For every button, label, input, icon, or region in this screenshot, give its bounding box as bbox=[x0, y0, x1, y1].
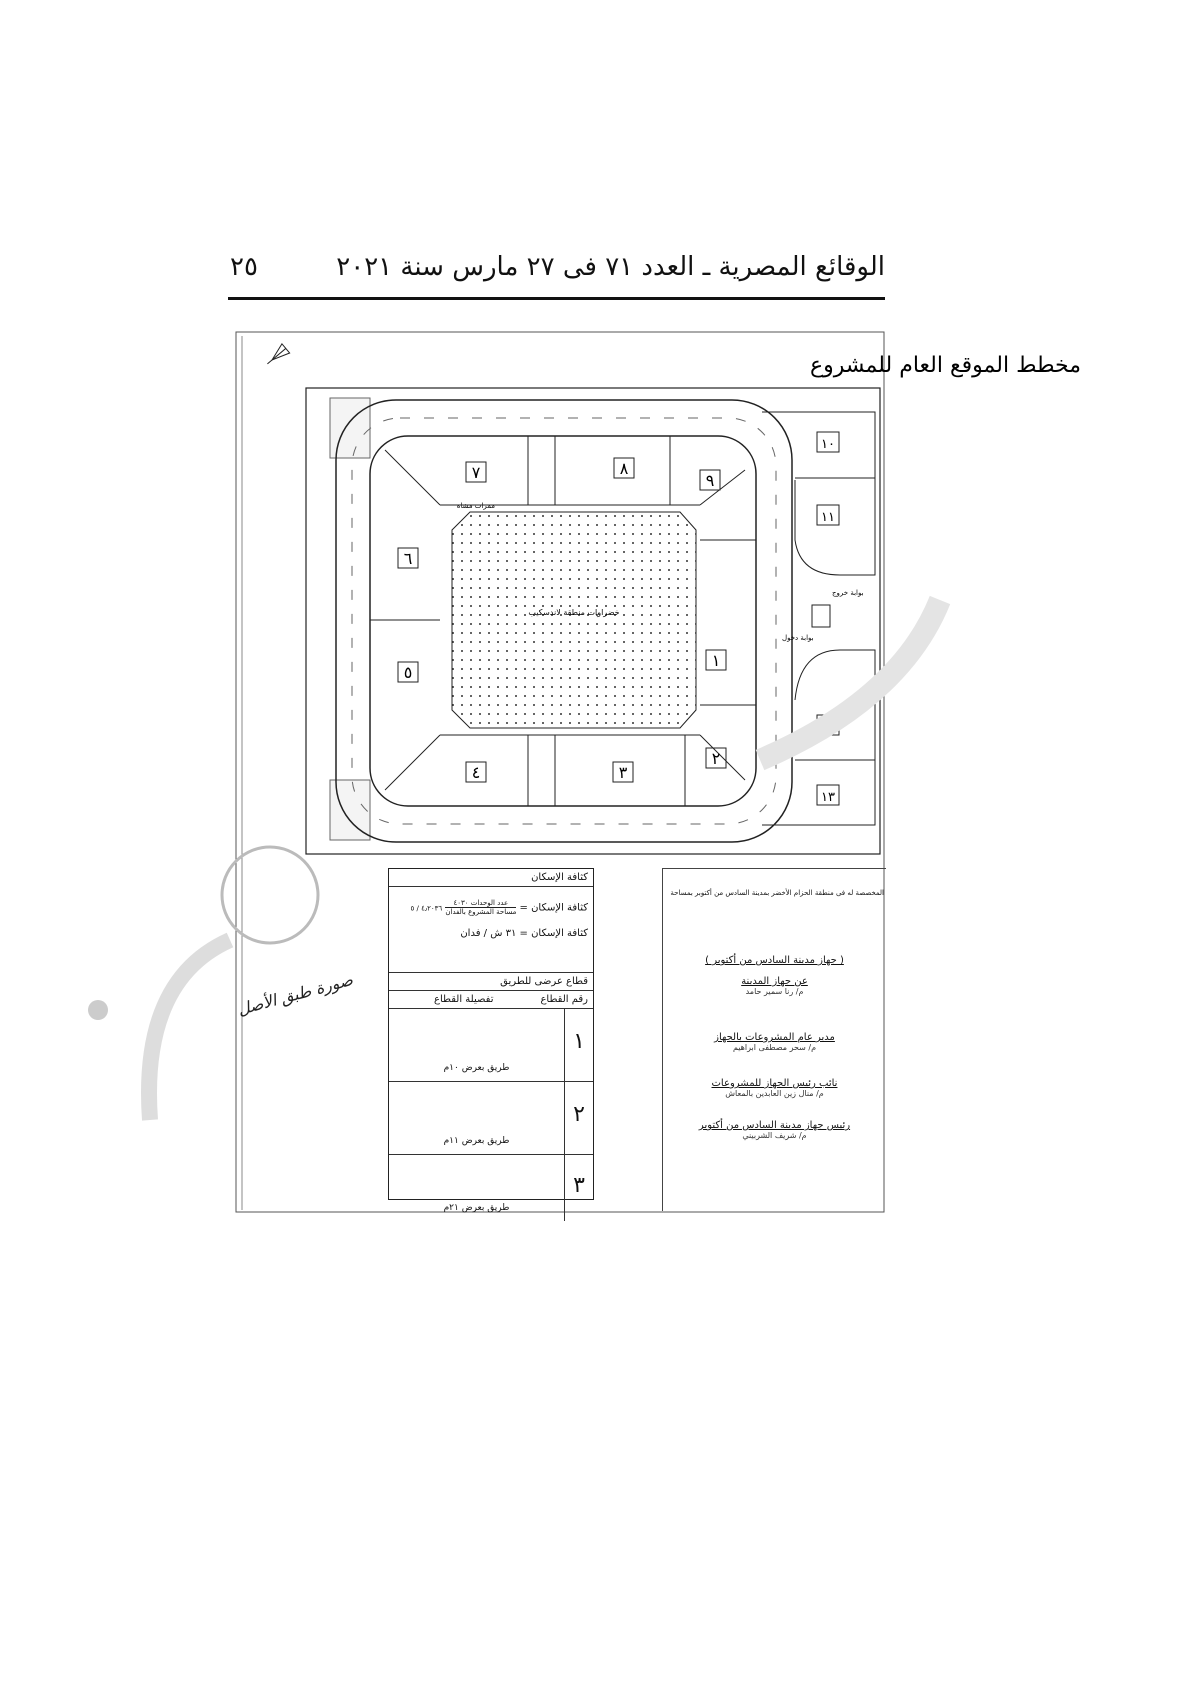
signatory-name: م/ منال زين العابدين بالمعاش bbox=[725, 1089, 824, 1098]
svg-text:٧: ٧ bbox=[472, 463, 481, 482]
svg-text:٤: ٤ bbox=[472, 763, 481, 782]
official-seal bbox=[220, 845, 320, 945]
page-number: ٢٥ bbox=[230, 252, 258, 282]
svg-text:٩: ٩ bbox=[706, 471, 715, 490]
density-table: كثافة الإسكان كثافة الإسكان = عدد الوحدا… bbox=[388, 868, 594, 1221]
signatory-name: م/ سحر مصطفى ابراهيم bbox=[732, 1043, 817, 1052]
density-formula: كثافة الإسكان = عدد الوحدات ٤٠٣٠ مساحة ا… bbox=[389, 887, 593, 973]
watermark bbox=[755, 595, 951, 771]
central-green-area bbox=[451, 511, 697, 729]
section-caption: طريق بعرض ١١م bbox=[443, 1136, 510, 1146]
col-number: رقم القطاع bbox=[540, 994, 588, 1005]
lot-9: ٩ bbox=[699, 469, 721, 491]
watermark bbox=[141, 932, 234, 1121]
green-corner bbox=[329, 397, 371, 459]
plan-boundary bbox=[305, 387, 881, 855]
formula-lhs: كثافة الإسكان = bbox=[519, 902, 588, 914]
section-row: ٢ طريق بعرض ١١م bbox=[389, 1082, 593, 1155]
section-number: ٣ bbox=[564, 1155, 593, 1221]
lot-13: ١٣ bbox=[816, 784, 840, 806]
svg-text:٥: ٥ bbox=[404, 663, 413, 682]
formula-rhs: ٤٫٢٠٣٦ / ٥ bbox=[410, 904, 443, 913]
col-detail: تفصيلة القطاع bbox=[434, 994, 494, 1005]
signature-block: المخصصة له فى منطقة الحزام الأخضر بمدينة… bbox=[662, 868, 886, 1211]
density-title: كثافة الإسكان bbox=[389, 869, 593, 887]
section-row: ٣ طريق بعرض ٢١م bbox=[389, 1155, 593, 1221]
svg-text:٦: ٦ bbox=[404, 549, 413, 568]
exit-gate-label: بوابة خروج bbox=[832, 589, 864, 597]
lot-2: ٢ bbox=[705, 747, 727, 769]
signatory-name: م/ رنا سمير حامد bbox=[745, 987, 804, 996]
ring-road-outer bbox=[335, 399, 793, 843]
svg-text:٨: ٨ bbox=[620, 459, 629, 478]
page-header: الوقائع المصرية ـ العدد ٧١ فى ٢٧ مارس سن… bbox=[228, 252, 885, 288]
lot-5: ٥ bbox=[397, 661, 419, 683]
signatory-title: مدير عام المشروعات بالجهاز bbox=[714, 1032, 835, 1043]
section-caption: طريق بعرض ٢١م bbox=[443, 1203, 510, 1213]
section-row: ١ طريق بعرض ١٠م bbox=[389, 1009, 593, 1082]
formula-numerator: عدد الوحدات ٤٠٣٠ bbox=[445, 899, 517, 908]
density-result: كثافة الإسكان = ٣١ ش / فدان bbox=[460, 928, 588, 939]
lot-11: ١١ bbox=[816, 504, 840, 526]
svg-text:١٠: ١٠ bbox=[821, 437, 835, 452]
drawing-frame bbox=[235, 331, 885, 1213]
lot-10: ١٠ bbox=[816, 431, 840, 453]
svg-text:١٣: ١٣ bbox=[821, 790, 835, 805]
lot-8: ٨ bbox=[613, 457, 635, 479]
green-area-label: خضراوات منطقة لاندسكيب bbox=[528, 608, 619, 617]
intro-text: المخصصة له فى منطقة الحزام الأخضر بمدينة… bbox=[670, 889, 884, 897]
plan-title: مخطط الموقع العام للمشروع bbox=[810, 353, 1081, 378]
entrance-gate-label: بوابة دخول bbox=[782, 634, 814, 642]
section-number: ١ bbox=[564, 1009, 593, 1081]
svg-text:١: ١ bbox=[712, 651, 721, 670]
section-header: رقم القطاع تفصيلة القطاع bbox=[389, 991, 593, 1009]
svg-text:١١: ١١ bbox=[821, 510, 835, 525]
authority-title: ( جهاز مدينة السادس من أكتوبر ) bbox=[705, 955, 844, 966]
lot-1: ١ bbox=[705, 649, 727, 671]
svg-text:٢: ٢ bbox=[712, 749, 721, 768]
formula-denominator: مساحة المشروع بالفدان bbox=[445, 908, 517, 916]
lot-3: ٣ bbox=[612, 761, 634, 783]
svg-text:٣: ٣ bbox=[619, 763, 628, 782]
gazette-title: الوقائع المصرية ـ العدد ٧١ فى ٢٧ مارس سن… bbox=[336, 252, 885, 282]
walkway-label: ممرات مشاه bbox=[457, 502, 495, 510]
section-number: ٢ bbox=[564, 1082, 593, 1154]
signatory-title: رئيس جهاز مدينة السادس من أكتوبر bbox=[698, 1120, 851, 1131]
lot-6: ٦ bbox=[397, 547, 419, 569]
signatory-name: م/ شريف الشربيني bbox=[742, 1131, 807, 1140]
lot-7: ٧ bbox=[465, 461, 487, 483]
section-caption: طريق بعرض ١٠م bbox=[443, 1063, 510, 1073]
ring-road-inner bbox=[369, 435, 757, 807]
signatory-title: عن جهاز المدينة bbox=[741, 976, 808, 987]
signatory-title: نائب رئيس الجهاز للمشروعات bbox=[711, 1078, 838, 1089]
header-rule bbox=[228, 297, 885, 300]
section-title: قطاع عرضى للطريق bbox=[389, 973, 593, 991]
road-centerline bbox=[351, 417, 777, 825]
watermark-dot bbox=[88, 1000, 108, 1020]
north-arrow-icon bbox=[267, 342, 291, 365]
lot-4: ٤ bbox=[465, 761, 487, 783]
